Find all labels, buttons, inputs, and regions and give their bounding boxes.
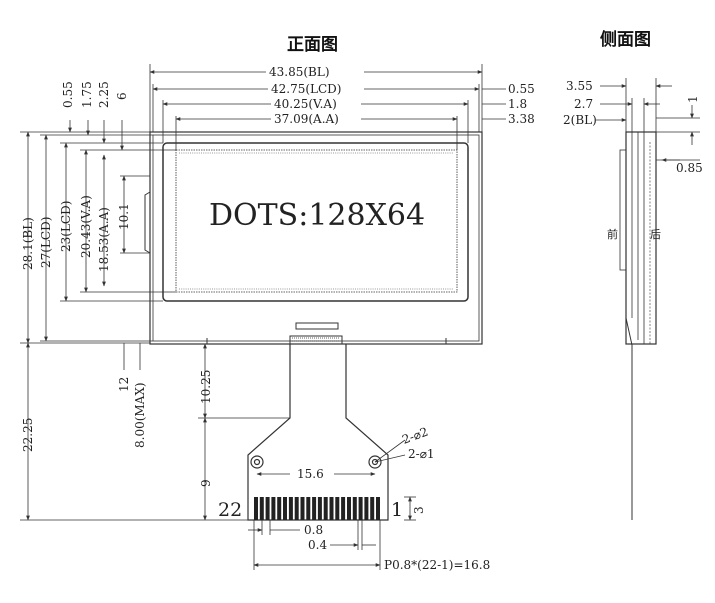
side-view-title: 侧面图 — [600, 29, 651, 50]
dim-pin-total: P0.8*(22-1)=16.8 — [384, 558, 490, 572]
dim-bl-width: 43.85(BL) — [269, 65, 330, 79]
dim-bl-height: 28.1(BL) — [21, 217, 35, 270]
side-view — [619, 131, 657, 520]
fpc-pin-pad — [370, 497, 375, 520]
fpc-dimension-lines — [248, 439, 416, 570]
dim-right-338: 3.38 — [508, 112, 535, 126]
pin-1-label: 1 — [391, 499, 403, 521]
fpc-pin-pad — [358, 497, 363, 520]
fpc-pin-pad — [294, 497, 299, 520]
mount-hole-left — [250, 455, 264, 469]
mount-hole-right — [368, 455, 382, 469]
fpc-pin-pad — [364, 497, 369, 520]
dim-left-175: 1.75 — [80, 81, 94, 108]
dim-9: 9 — [199, 479, 213, 487]
dim-left-225: 2.25 — [97, 81, 111, 108]
hole-small-label: 2-⌀1 — [408, 447, 435, 461]
front-view-title: 正面图 — [287, 35, 338, 55]
viewing-area — [162, 142, 469, 302]
dim-lcd-height: 27(LCD) — [39, 217, 53, 268]
left-top-dimension-lines — [20, 120, 176, 344]
dim-12: 12 — [117, 377, 131, 392]
side-dim-1: 1 — [686, 95, 700, 103]
fpc-connector — [289, 335, 343, 345]
fpc-pin-pad — [341, 497, 346, 520]
fpc-pin-pad — [271, 497, 276, 520]
dim-8-max: 8.00(MAX) — [133, 382, 147, 448]
left-vertical-dimension-lines — [20, 131, 290, 521]
dim-va-width: 40.25(V.A) — [274, 97, 337, 111]
fpc-pin-pad — [329, 497, 334, 520]
fpc-pin-pad — [283, 497, 287, 520]
fpc-pin-pad — [323, 497, 328, 520]
fpc-pin-pad — [254, 497, 258, 520]
dim-10-1: 10.1 — [117, 203, 131, 230]
fpc-pin-pad — [376, 497, 380, 520]
active-area — [175, 149, 458, 293]
front-view — [144, 131, 483, 345]
backlight-outline — [149, 131, 483, 345]
side-back-label: 后 — [650, 228, 661, 241]
dim-pad-width: 0.4 — [308, 538, 327, 552]
fpc-pin-pad — [265, 497, 270, 520]
dim-right-055: 0.55 — [508, 82, 535, 96]
pin-22-label: 22 — [218, 499, 242, 521]
fpc-pin-pad — [317, 497, 322, 520]
fpc-pins — [254, 497, 380, 520]
dim-pitch: 0.8 — [304, 523, 323, 537]
dim-lcd23-height: 23(LCD) — [59, 201, 73, 252]
side-dim-27: 2.7 — [574, 97, 593, 111]
dim-left-055: 0.55 — [61, 81, 75, 108]
fpc-pin-pad — [259, 497, 264, 520]
dim-lcd-width: 42.75(LCD) — [271, 82, 342, 96]
side-dimension-lines — [596, 78, 700, 162]
dim-22-25: 22.25 — [21, 418, 35, 452]
dim-hole-span: 15.6 — [297, 467, 324, 481]
fpc-pin-pad — [288, 497, 293, 520]
fpc-pin-pad — [347, 497, 351, 520]
dim-right-18: 1.8 — [508, 97, 527, 111]
dim-aa-width: 37.09(A.A) — [274, 112, 339, 126]
hole-big-label: 2-⌀2 — [400, 425, 430, 447]
side-dim-2bl: 2(BL) — [563, 113, 597, 127]
side-dim-085: 0.85 — [676, 161, 703, 175]
dim-va-height: 20.43(V.A) — [79, 195, 93, 258]
fpc-pin-pad — [335, 497, 340, 520]
side-dim-355: 3.55 — [566, 79, 593, 93]
dim-pad-len: 3 — [412, 506, 426, 514]
dots-label: DOTS:128X64 — [209, 198, 425, 233]
lcd-outline — [152, 134, 480, 342]
driver-ic — [295, 322, 339, 330]
dim-aa-height: 18.53(A.A) — [97, 207, 111, 272]
fpc-pin-pad — [306, 497, 311, 520]
side-front-label: 前 — [607, 227, 618, 241]
dim-left-6: 6 — [115, 92, 129, 100]
dim-10-25: 10.25 — [199, 370, 213, 404]
fpc-pin-pad — [352, 497, 357, 520]
fpc-cable — [247, 344, 389, 521]
fpc-pin-pad — [312, 497, 317, 520]
fpc-pin-pad — [300, 497, 305, 520]
fpc-pin-pad — [277, 497, 282, 520]
